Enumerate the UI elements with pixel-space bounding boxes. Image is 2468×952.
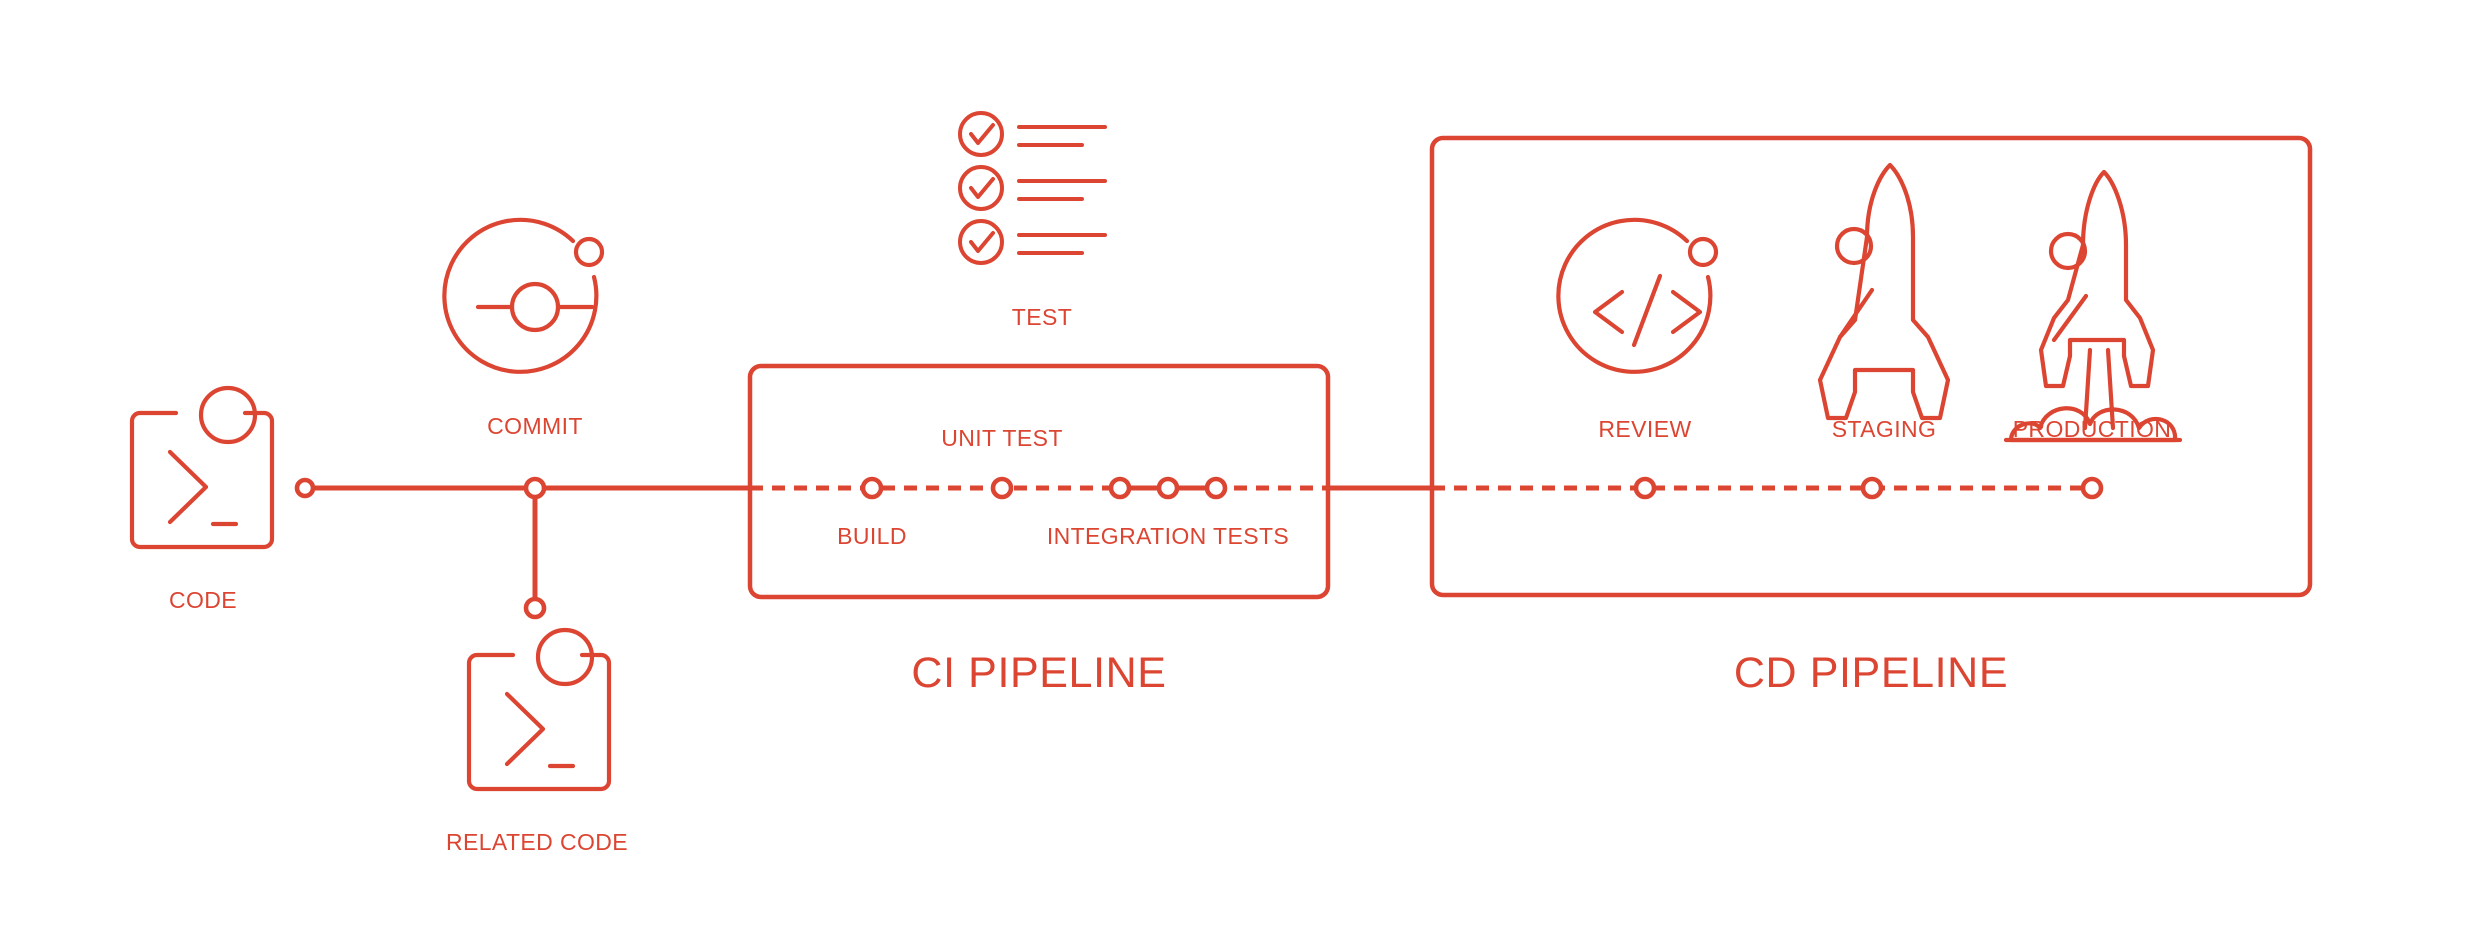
code-icon-group: CODE bbox=[129, 385, 275, 613]
test-label: TEST bbox=[1012, 304, 1072, 330]
production-icon-group: PRODUCTION bbox=[2003, 169, 2183, 443]
commit-label: COMMIT bbox=[487, 413, 583, 439]
build-node bbox=[860, 476, 884, 500]
related-code-branch-node bbox=[523, 596, 547, 620]
review-node bbox=[1633, 476, 1657, 500]
rocket-icon bbox=[1817, 162, 1951, 421]
test-icon-group: TEST bbox=[958, 111, 1107, 330]
code-label: CODE bbox=[169, 587, 237, 613]
related-code-label: RELATED CODE bbox=[446, 829, 628, 855]
related-code-icon-group: RELATED CODE bbox=[446, 627, 628, 855]
review-icon-group: REVIEW bbox=[1556, 217, 1719, 442]
production-label: PRODUCTION bbox=[2013, 416, 2172, 442]
integration-node-2 bbox=[1156, 476, 1180, 500]
commit-rail-node bbox=[523, 476, 547, 500]
rocket-launch-icon bbox=[2003, 169, 2183, 443]
unit-test-node bbox=[990, 476, 1014, 500]
production-node bbox=[2080, 476, 2104, 500]
commit-icon-group: COMMIT bbox=[442, 217, 605, 439]
ci-pipeline-box bbox=[747, 363, 1331, 600]
cd-pipeline-title: CD PIPELINE bbox=[1734, 649, 2008, 697]
integration-tests-label: INTEGRATION TESTS bbox=[1047, 523, 1289, 549]
checklist-icon bbox=[958, 111, 1107, 265]
unit-test-label: UNIT TEST bbox=[941, 425, 1063, 451]
staging-node bbox=[1860, 476, 1884, 500]
review-label: REVIEW bbox=[1598, 416, 1691, 442]
staging-icon-group: STAGING bbox=[1817, 162, 1951, 442]
terminal-icon bbox=[129, 385, 275, 550]
code-brackets-circle-icon bbox=[1556, 217, 1719, 374]
commit-node-icon bbox=[442, 217, 605, 374]
integration-node-1 bbox=[1108, 476, 1132, 500]
integration-node-3 bbox=[1204, 476, 1228, 500]
pipeline-node-cluster-icon bbox=[1108, 476, 1228, 500]
staging-label: STAGING bbox=[1832, 416, 1937, 442]
rail-start-node bbox=[294, 477, 316, 499]
build-label: BUILD bbox=[837, 523, 907, 549]
terminal-icon bbox=[466, 627, 612, 792]
ci-pipeline-title: CI PIPELINE bbox=[911, 649, 1166, 697]
cd-pipeline-box bbox=[1429, 135, 2313, 598]
